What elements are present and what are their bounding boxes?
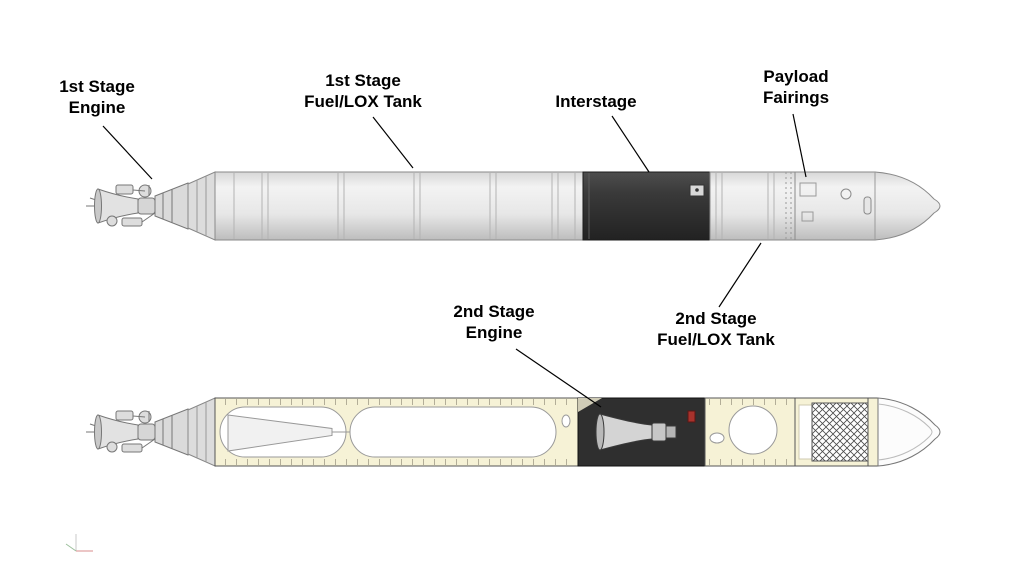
- cutaway-view: [85, 397, 941, 467]
- nose-cone-cutaway: [877, 397, 941, 467]
- label-line: Fairings: [762, 88, 830, 107]
- label-line: Engine: [68, 98, 126, 117]
- second-stage-engine-label: 2nd Stage Engine: [453, 301, 534, 343]
- first-stage-tank-body: [214, 171, 584, 241]
- first-stage-engine-cutaway-drawing: [85, 408, 189, 456]
- leader-first-stage-tank: [372, 116, 414, 169]
- label-line: 1st Stage: [59, 77, 135, 96]
- interstage-section: [582, 171, 711, 241]
- first-stage-engine-label: 1st Stage Engine: [59, 76, 135, 118]
- combustion-chamber: [651, 422, 667, 442]
- tank-dome-cone: [227, 414, 333, 452]
- engine-detail-red: [687, 410, 696, 423]
- plumbing-detail: [561, 414, 571, 428]
- leader-lines: [102, 113, 807, 408]
- leader-second-stage-engine: [515, 348, 602, 408]
- nose-cone-inner-wall: [877, 403, 933, 461]
- label-line: Engine: [465, 323, 523, 342]
- label-line: Fuel/LOX Tank: [304, 92, 422, 111]
- label-line: 2nd Stage: [675, 309, 757, 328]
- leader-payload-fairings: [792, 113, 807, 178]
- separation-joint-lines: [785, 172, 792, 240]
- second-stage-tank-cutaway: [728, 405, 778, 455]
- second-stage-seam-lines: [715, 173, 775, 239]
- interstage-detail: [588, 173, 705, 239]
- fairing-port-circle: [840, 188, 852, 200]
- helium-bottle: [709, 432, 725, 444]
- payload-crosshatch: [812, 403, 868, 461]
- second-stage-tank-label: 2nd Stage Fuel/LOX Tank: [657, 308, 775, 350]
- rib-strip-bottom-2: [707, 459, 793, 465]
- label-line: Fuel/LOX Tank: [657, 330, 775, 349]
- second-stage-tank-body: [709, 171, 796, 241]
- first-stage-engine-drawing: [85, 182, 189, 230]
- rib-strip-top: [217, 399, 576, 405]
- label-line: 2nd Stage: [453, 302, 535, 321]
- fairing-details: [799, 182, 872, 222]
- payload-fairing-cylinder: [794, 171, 876, 241]
- thrust-cone-cutaway: [187, 397, 216, 467]
- rib-strip-bottom: [217, 459, 576, 465]
- second-stage-engine-drawing: [595, 410, 696, 451]
- fairing-ring: [867, 397, 879, 467]
- leader-interstage: [611, 115, 650, 173]
- payload-fairings-label: Payload Fairings: [763, 66, 829, 108]
- leader-second-stage-tank: [718, 242, 762, 308]
- label-line: Payload: [763, 67, 829, 86]
- origin-triad-icon: [65, 534, 93, 552]
- leader-first-stage-engine: [102, 125, 153, 180]
- interstage-wall-wedge: [578, 398, 602, 412]
- thrust-cone: [187, 171, 216, 241]
- label-line: Interstage: [555, 92, 637, 111]
- nose-cone: [874, 171, 941, 241]
- rib-strip-top-2: [707, 399, 793, 405]
- first-stage-seam-lines: [233, 173, 576, 239]
- exterior-view: [85, 171, 941, 241]
- first-stage-tank-label: 1st Stage Fuel/LOX Tank: [304, 70, 422, 112]
- interstage-label: Interstage: [555, 91, 636, 112]
- label-line: 1st Stage: [325, 71, 401, 90]
- fuel-tank-cutaway: [349, 406, 557, 458]
- turbopump-block: [665, 425, 677, 439]
